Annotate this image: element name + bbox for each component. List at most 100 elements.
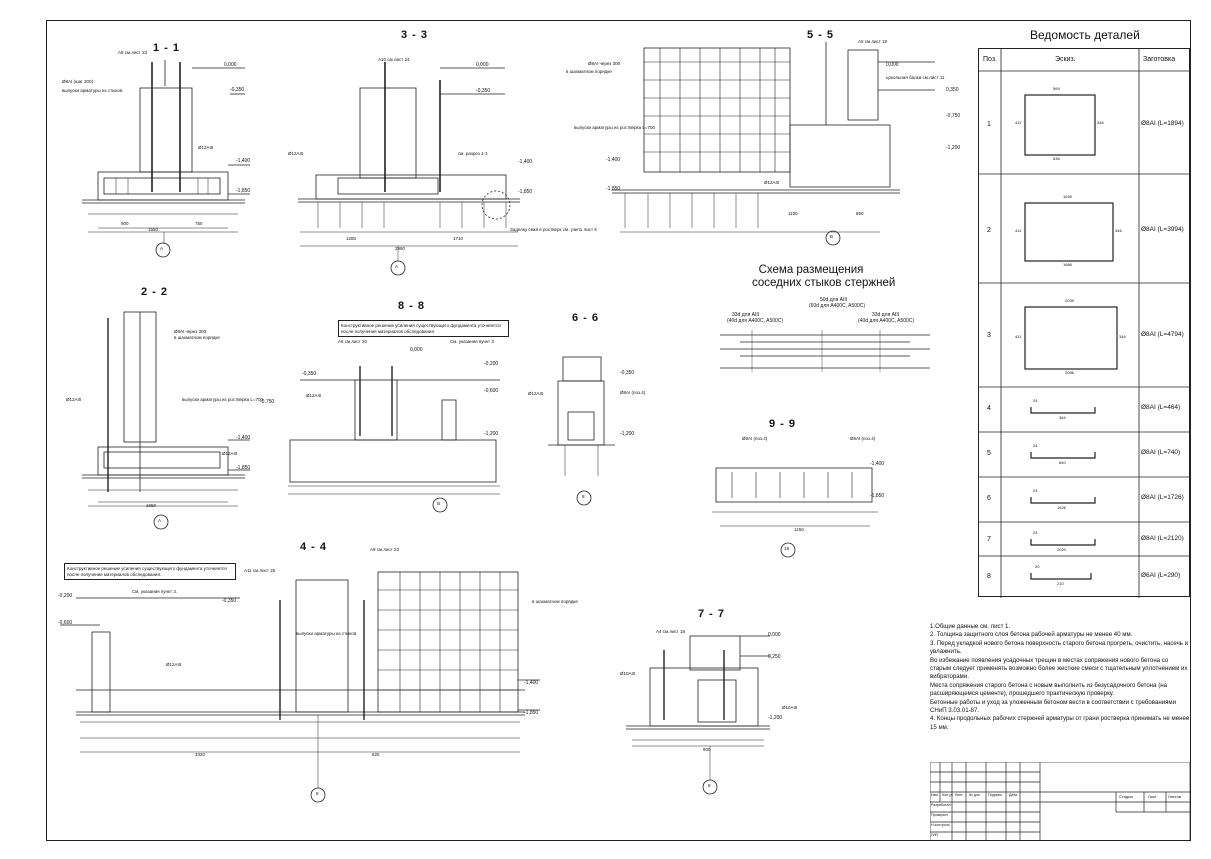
callout-label: А xyxy=(395,264,399,269)
table-row-pos: 4 xyxy=(987,405,991,412)
stamp-col: Изм. xyxy=(931,793,939,797)
stamp-col: Подпись xyxy=(988,793,1003,797)
level-mark: -0,350 xyxy=(476,88,491,94)
table-row-dim: 411 xyxy=(1015,120,1022,125)
annotation-rebar: Ø12AIII xyxy=(288,151,304,156)
table-row-dim: 1686 xyxy=(1063,262,1072,267)
level-mark: 0,250 xyxy=(768,654,781,660)
annotation-ref: см. разрез 1-1 xyxy=(458,151,488,156)
section-title-9-9: 9 - 9 xyxy=(769,418,797,430)
table-row-dim: 411 xyxy=(1015,334,1022,339)
annotation-ref: Заделку свай в ростверк см. узел1 лист 5 xyxy=(510,227,597,232)
section-5-5-geometry xyxy=(612,42,935,246)
annotation-rebar: Ø10AIII xyxy=(782,705,798,710)
table-row-blank: Ø8AI (L=2120) xyxy=(1141,535,1184,542)
stamp-row: Разработал xyxy=(931,803,951,807)
annotation-rebar: Ø12AIII xyxy=(306,393,322,398)
table-row-dim: 210 xyxy=(1057,581,1064,586)
title-block: Изм. Кол.уч Лист № док. Подпись Дата Раз… xyxy=(930,762,1190,841)
note-item: Места сопряжения старого бетона с новым … xyxy=(930,681,1168,698)
schema-title-line-2: соседних стыков стержней xyxy=(752,277,896,290)
section-title-6-6: 6 - 6 xyxy=(572,312,600,324)
note-item: Бетонные работы и уход за уложенным бето… xyxy=(930,698,1177,715)
level-mark: -1,400 xyxy=(236,158,251,164)
level-mark: -0,750 xyxy=(260,399,275,405)
schema-label: (40d для A400C, A500C) xyxy=(858,318,915,324)
annotation-rebar: выпуски арматуры из стыков xyxy=(62,88,123,93)
section-title-7-7: 7 - 7 xyxy=(698,608,726,620)
annotation-rebar: Ø12AIII xyxy=(222,451,238,456)
level-mark: 0,000 xyxy=(768,632,781,638)
section-1-1-geometry xyxy=(82,60,250,258)
table-row-dim: 411 xyxy=(1015,228,1022,233)
dimension: 1710 xyxy=(453,236,464,241)
level-mark: -1,400 xyxy=(870,461,885,467)
level-mark: -1,850 xyxy=(236,465,251,471)
table-header-blank: Заготовка xyxy=(1143,56,1176,63)
note-box-8-8: Конструктивное решение усиления существу… xyxy=(338,320,509,338)
table-row-pos: 2 xyxy=(987,227,991,234)
dimension: 850 xyxy=(856,211,864,216)
annotation-rebar: выпуски арматуры из ростверка L=700 xyxy=(182,397,263,402)
annotation-rebar: в шахматном порядке xyxy=(566,69,612,74)
details-schedule-table: Поз. Эскиз. Заготовка 1 Ø8AI (L=1894) 56… xyxy=(978,48,1191,598)
section-title-4-4: 4 - 4 xyxy=(300,541,328,553)
table-row-dim: 346 xyxy=(1097,120,1104,125)
level-mark: 0,000 xyxy=(224,62,237,68)
level-mark: -1,400 xyxy=(236,435,251,441)
table-row-dim: 2039 xyxy=(1065,298,1074,303)
annotation-rebar: Ø12AIII xyxy=(166,662,182,667)
table-row-dim: 346 xyxy=(1119,334,1126,339)
callout-label: 19 xyxy=(784,546,790,551)
table-row-blank: Ø8AI (L=3994) xyxy=(1141,226,1184,233)
stamp-col: Кол.уч xyxy=(942,793,953,797)
table-row-dim: 2020 xyxy=(1057,547,1066,552)
table-row-dim: 20 xyxy=(1035,564,1040,569)
callout-label: А xyxy=(160,246,164,251)
level-mark: 0,000 xyxy=(410,347,423,353)
annotation-ref: A10 см.лист 24 xyxy=(378,57,410,62)
dimension: 1100 xyxy=(788,211,798,216)
dimension: 900 xyxy=(121,221,129,226)
level-mark: -1,200 xyxy=(620,431,635,437)
table-row-dim: 346 xyxy=(1115,228,1122,233)
annotation-rebar: Ø12AIII xyxy=(66,397,82,402)
note-item: 2. Толщина защитного слоя бетона рабочей… xyxy=(930,631,1133,639)
section-title-1-1: 1 - 1 xyxy=(153,42,181,54)
level-mark: -0,750 xyxy=(946,113,961,119)
section-9-9-geometry xyxy=(712,467,878,558)
annotation-rebar: выпуски арматуры из стыков xyxy=(296,631,357,636)
callout-label: 8 xyxy=(708,783,711,788)
annotation-ref: цокольная балка см.лист 11 xyxy=(886,75,945,80)
section-3-3-geometry xyxy=(298,62,520,276)
note-item: Во избежание появления усадочных трещин … xyxy=(930,656,1188,681)
stamp-col: Дата xyxy=(1009,793,1017,797)
section-title-3-3: 3 - 3 xyxy=(401,29,429,41)
dimension: 3320 xyxy=(195,752,206,757)
table-row-dim: 2086 xyxy=(1065,370,1074,375)
section-title-5-5: 5 - 5 xyxy=(807,29,835,41)
title-block-grid xyxy=(930,762,1190,841)
schema-label: 50d для AIII xyxy=(820,297,848,303)
stamp-right: Стадия xyxy=(1119,794,1133,799)
schema-label: 33d для AIII xyxy=(732,312,760,318)
table-row-dim: 364 xyxy=(1059,415,1066,420)
table-row-pos: 7 xyxy=(987,536,991,543)
dimension: 2990 xyxy=(395,246,406,251)
table-row-blank: Ø8AI (L=4794) xyxy=(1141,331,1184,338)
table-row-dim: 24 xyxy=(1033,443,1038,448)
level-mark: -1,850 xyxy=(518,189,533,195)
note-item: 1.Общие данные см. лист 1. xyxy=(930,623,1011,630)
annotation-rebar: Ø12AIII xyxy=(764,180,780,185)
annotation-see: См. указания пункт 3. xyxy=(450,339,496,344)
sheet-frame xyxy=(46,20,1191,841)
section-2-2-geometry xyxy=(82,311,250,530)
level-mark: -1,850 xyxy=(524,710,539,716)
dimension: 1150 xyxy=(794,527,804,532)
stamp-col: Лист xyxy=(955,793,963,797)
stamp-row: Проверил xyxy=(931,813,948,817)
table-row-pos: 8 xyxy=(987,573,991,580)
annotation-rebar: Ø12AIII xyxy=(528,391,544,396)
stamp-col: № док. xyxy=(969,793,981,797)
dimension: 750 xyxy=(195,221,203,226)
